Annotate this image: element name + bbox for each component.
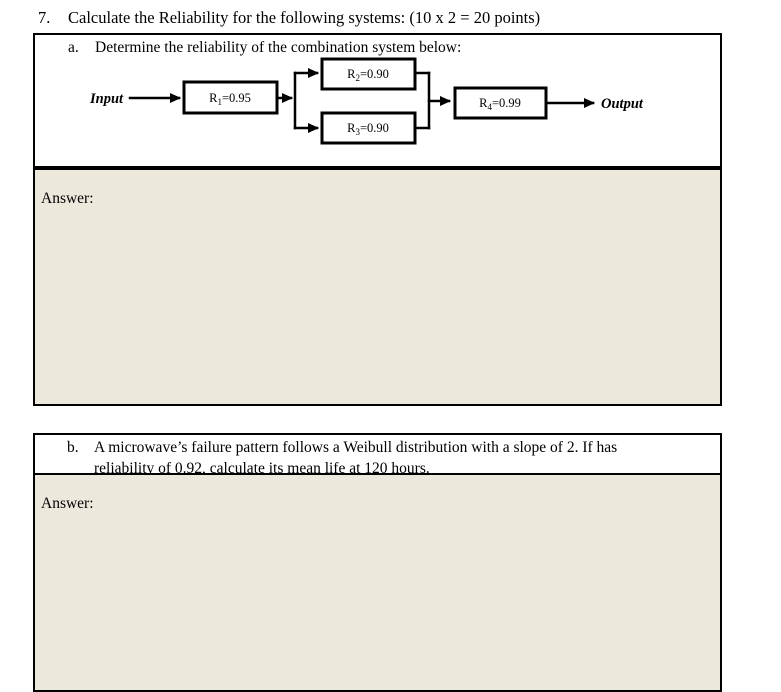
reliability-block-diagram: Input R1=0.95 R2=0.90 R3=0.90 (89, 57, 644, 145)
diagram-block-r2-label: R2=0.90 (347, 67, 389, 83)
diagram-output-label: Output (601, 96, 644, 112)
diagram-block-r4 (453, 86, 548, 120)
diagram-input-label: Input (89, 91, 124, 107)
part-a-label: a. (68, 39, 79, 56)
part-a-question-text: Determine the reliability of the combina… (95, 39, 462, 56)
part-a-answer-area[interactable]: Answer: (33, 168, 722, 406)
part-a-question-box: a. Determine the reliability of the comb… (33, 33, 722, 168)
part-b-header: b. A microwave’s failure pattern follows… (35, 435, 720, 479)
part-b-question-text: A microwave’s failure pattern follows a … (94, 439, 618, 477)
part-b-label: b. (67, 439, 79, 456)
part-a-header: a. Determine the reliability of the comb… (35, 35, 720, 59)
diagram-block-r3-label: R3=0.90 (347, 121, 389, 137)
part-b-question-box: b. A microwave’s failure pattern follows… (33, 433, 722, 477)
question-title: 7. Calculate the Reliability for the fol… (38, 7, 540, 29)
part-b-answer-area[interactable]: Answer: (33, 475, 722, 692)
part-a-answer-label: Answer: (41, 190, 94, 207)
diagram-block-r1 (182, 80, 279, 115)
diagram-block-r1-label: R1=0.95 (209, 91, 251, 107)
question-number: 7. (38, 8, 51, 27)
diagram-block-r4-label: R4=0.99 (479, 96, 521, 112)
question-title-text: Calculate the Reliability for the follow… (68, 8, 541, 27)
part-b-answer-label: Answer: (41, 495, 94, 512)
diagram-block-r3 (320, 111, 417, 145)
